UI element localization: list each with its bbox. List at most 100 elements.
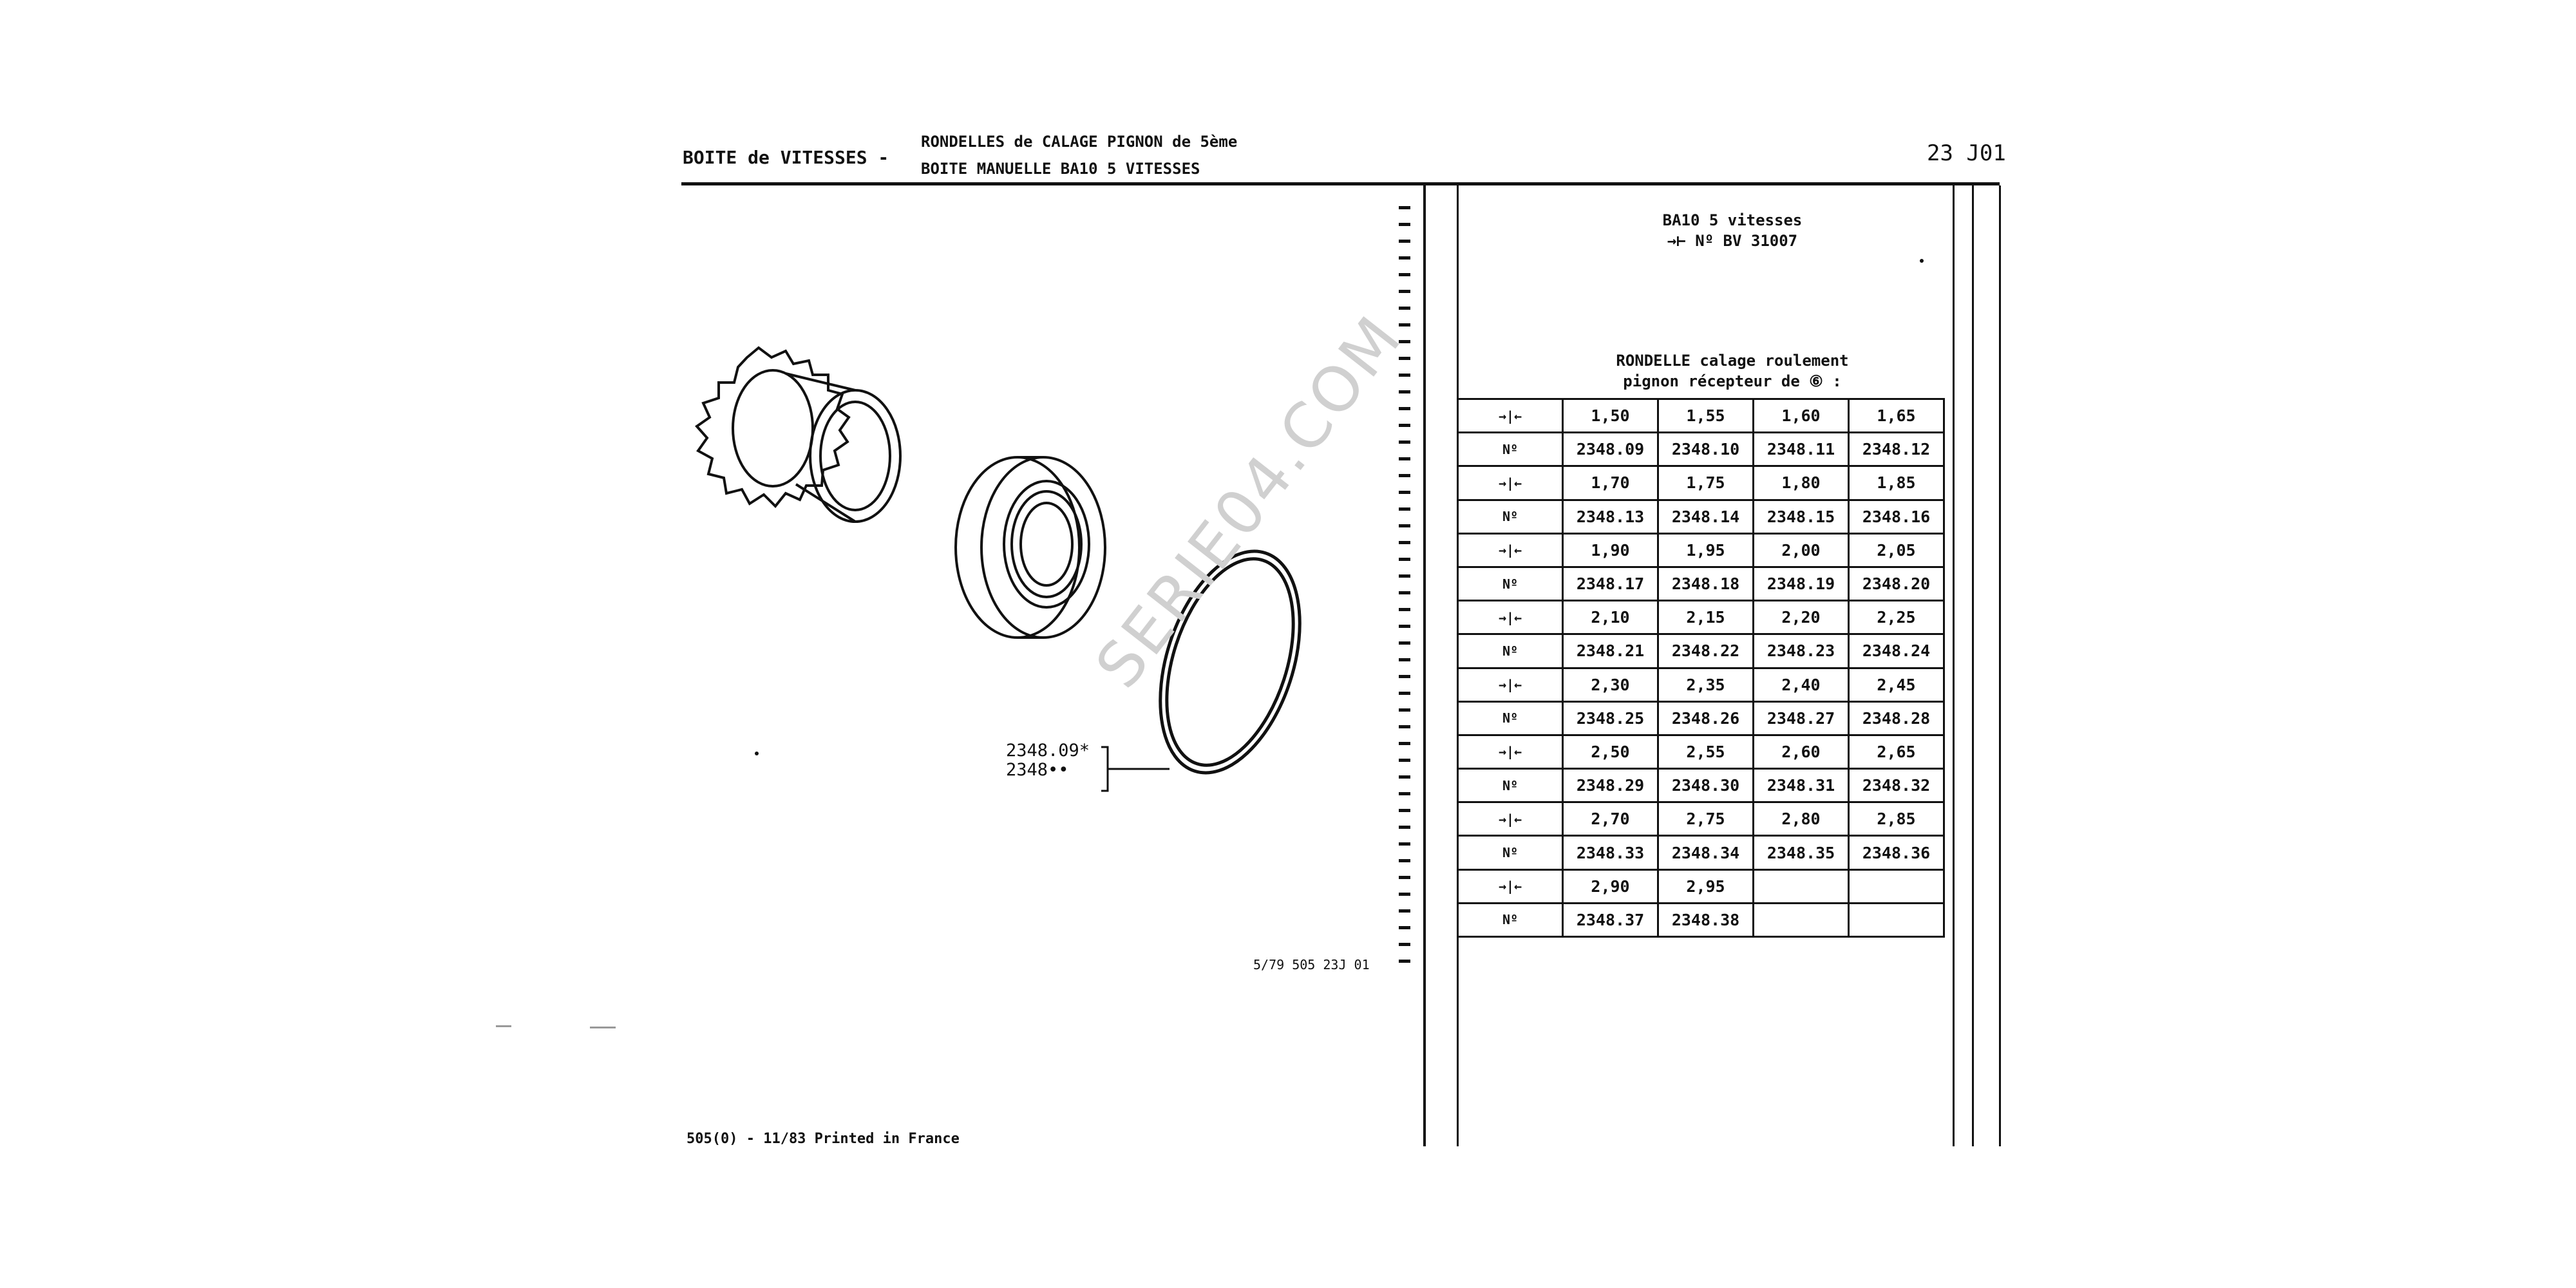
thickness-cell: 2,00 [1752,532,1850,568]
part-number-cell: 2348.30 [1657,768,1754,804]
part-number-cell: 2348.29 [1562,768,1659,804]
section-title: BOITE de VITESSES - [683,147,889,168]
ruler-tick [1399,608,1410,611]
thickness-cell: 2,05 [1848,532,1945,568]
ruler-tick [1399,374,1410,377]
thickness-cell: 2,35 [1657,667,1754,703]
ruler-tick [1399,407,1410,410]
ruler-tick [1399,909,1410,913]
ruler-tick [1399,357,1410,360]
thickness-cell: 2,90 [1562,868,1659,904]
thickness-cell: 2,30 [1562,667,1659,703]
number-symbol: Nº [1457,565,1564,602]
part-number-cell: 2348.23 [1752,633,1850,669]
ruler-tick [1399,591,1410,594]
exploded-view-drawing [695,346,1302,792]
stray-mark [590,1027,616,1028]
drawing-caption: 5/79 505 23J 01 [1253,957,1370,972]
part-number-cell: 2348.16 [1848,498,1945,535]
gear-icon [695,346,902,523]
page-reference: 23 J01 [1927,140,2006,166]
thickness-cell: 1,60 [1752,397,1850,434]
ruler-tick [1399,960,1410,963]
ruler-tick [1399,943,1410,946]
ruler-tick [1399,457,1410,460]
thickness-cell [1752,868,1850,904]
thickness-cell: 2,45 [1848,667,1945,703]
ruler-tick [1399,641,1410,645]
part-number-cell: 2348.32 [1848,768,1945,804]
ruler-tick [1399,876,1410,879]
part-ref-1: 2348.09* [1006,741,1090,761]
model-line: BA10 5 vitesses [1662,211,1803,229]
ruler-tick [1399,792,1410,795]
ruler-tick [1399,256,1410,260]
part-number-cell: 2348.20 [1848,565,1945,602]
thickness-cell: 2,65 [1848,734,1945,770]
ruler-tick [1399,507,1410,511]
part-number-cell: 2348.37 [1562,902,1659,938]
part-number-cell: 2348.35 [1752,835,1850,871]
ruler-tick [1399,474,1410,477]
part-number-cell: 2348.21 [1562,633,1659,669]
shim-washer-icon [1159,549,1302,775]
ruler-tick [1399,859,1410,862]
ruler-tick [1399,340,1410,343]
part-number-cell: 2348.14 [1657,498,1754,535]
divider-right-1 [1953,185,1955,1146]
thickness-cell: 2,10 [1562,600,1659,636]
ruler-tick [1399,440,1410,444]
part-number-cell: 2348.17 [1562,565,1659,602]
part-number-cell: 2348.11 [1752,431,1850,468]
ruler-tick [1399,708,1410,712]
divider-right-2 [1972,185,1974,1146]
part-number-cell: 2348.31 [1752,768,1850,804]
ruler-tick [1399,491,1410,494]
part-number-cell: 2348.33 [1562,835,1659,871]
number-symbol: Nº [1457,700,1564,736]
number-symbol: Nº [1457,768,1564,804]
thickness-cell: 2,60 [1752,734,1850,770]
ruler-tick [1399,926,1410,929]
number-symbol: Nº [1457,431,1564,468]
bearing-icon [954,456,1106,639]
thickness-cell: 2,50 [1562,734,1659,770]
reference-bracket [1101,746,1170,792]
thickness-cell: 2,80 [1752,801,1850,837]
thickness-symbol-icon: →|← [1457,397,1564,434]
part-number-cell: 2348.24 [1848,633,1945,669]
thickness-cell [1848,868,1945,904]
part-number-cell: 2348.09 [1562,431,1659,468]
part-number-cell: 2348.27 [1752,700,1850,736]
section-subtitle-1: RONDELLES de CALAGE PIGNON de 5ème [921,133,1238,151]
section-subtitle-2: BOITE MANUELLE BA10 5 VITESSES [921,160,1200,178]
part-number-cell: 2348.34 [1657,835,1754,871]
part-number-cell: 2348.28 [1848,700,1945,736]
ruler-tick [1399,893,1410,896]
dot-mark [755,752,759,755]
ruler-tick [1399,223,1410,226]
thickness-cell: 2,70 [1562,801,1659,837]
thickness-cell: 2,85 [1848,801,1945,837]
ruler-tick [1399,759,1410,762]
thickness-cell: 2,55 [1657,734,1754,770]
thickness-cell: 1,85 [1848,465,1945,501]
ruler-tick [1399,240,1410,243]
ruler-tick [1399,390,1410,393]
part-number-cell: 2348.26 [1657,700,1754,736]
ruler-tick [1399,742,1410,745]
thickness-symbol-icon: →|← [1457,801,1564,837]
thickness-symbol-icon: →|← [1457,868,1564,904]
ruler-tick [1399,692,1410,695]
ruler-tick [1399,809,1410,812]
